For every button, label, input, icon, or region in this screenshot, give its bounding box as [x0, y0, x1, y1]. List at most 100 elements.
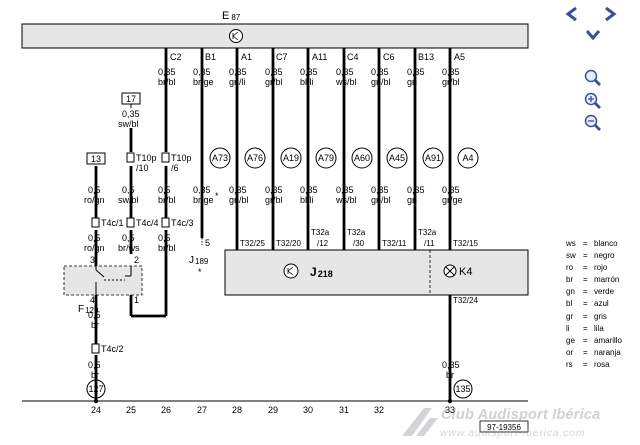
wire-color: br/bl [158, 243, 176, 253]
wire-color: br/ge [193, 77, 214, 87]
wire-size: 0,5 [158, 185, 171, 195]
wire-color: gn [407, 195, 417, 205]
wire-color: gn/bl [371, 77, 391, 87]
arrow-down-icon[interactable] [584, 26, 602, 42]
wire-color: ro/gn [84, 195, 105, 205]
wire-color: ws/bl [335, 195, 357, 205]
legend-row: ge=amarillo [566, 335, 623, 345]
t32-label: /12 [317, 239, 329, 248]
ref-circle: A45 [386, 147, 408, 169]
legend-row: ro=rojo [566, 263, 608, 273]
wire-color: br [446, 370, 454, 380]
j189-label: J189 [189, 255, 209, 266]
t4c-label: T4c/4 [136, 218, 159, 228]
legend-row: rs=rosa [566, 359, 610, 369]
legend-row: or=naranja [566, 347, 621, 357]
t10p-label: /6 [171, 163, 179, 173]
k4-lamp-icon [443, 264, 457, 278]
wire-size: 0,35 [336, 67, 354, 77]
svg-text:135: 135 [455, 384, 470, 394]
wire-size: 0,35 [371, 185, 389, 195]
wire-references: A73 A76 A19 A79 A60 A45 A91 A4 [209, 147, 479, 169]
legend-row: br=marrón [566, 275, 620, 285]
svg-text:A76: A76 [247, 153, 263, 163]
ref-circle: A60 [351, 147, 373, 169]
svg-text:A60: A60 [354, 153, 370, 163]
svg-text:31: 31 [339, 405, 349, 415]
j189-pin: 5 [205, 238, 210, 248]
wire-size: 0,35 [193, 67, 211, 77]
wire-labels-left: 0,5 ro/gn 0,5 sw/bl 0,5 br/bl T4c/1 T4c/… [84, 185, 194, 253]
zoom-out-icon[interactable] [584, 114, 601, 131]
j218-label: J218 [310, 265, 333, 279]
svg-text:28: 28 [232, 405, 242, 415]
box-13 [86, 152, 106, 165]
svg-text:A45: A45 [389, 153, 405, 163]
wire-size: 0,35 [407, 185, 425, 195]
wire-size: 0,5 [88, 185, 101, 195]
wire-color: gn/li [229, 77, 246, 87]
e87-pins: C2 B1 A1 C7 A11 C4 C6 B13 A5 [170, 52, 465, 62]
wire-size: 0,35 [371, 67, 389, 77]
column-numbers: 24 25 26 27 28 29 30 31 32 33 [91, 405, 455, 415]
wire-size: 0,35 [265, 185, 283, 195]
wire-color: gn [407, 77, 417, 87]
wire-color: br/ge [193, 195, 214, 205]
wire-color: br/ws [118, 243, 140, 253]
svg-text:24: 24 [91, 405, 101, 415]
wire-color: ro/gn [84, 243, 105, 253]
wire-size: 0,35 [229, 67, 247, 77]
wire-size: 0,35 [336, 185, 354, 195]
pin-a11: A11 [312, 52, 327, 62]
t10p-connectors: T10p /10 T10p /6 [126, 152, 192, 173]
t10p-label: T10p [171, 153, 192, 163]
wires [94, 48, 452, 380]
wire-size: 0,5 [88, 233, 101, 243]
asterisk: * [198, 267, 202, 277]
box-17-label: 17 [126, 94, 136, 104]
svg-text:27: 27 [197, 405, 207, 415]
legend-row: ws=blanco [566, 239, 618, 248]
t10p-label: T10p [136, 153, 157, 163]
t32-label: T32/25 [240, 239, 265, 248]
color-legend: ws=blanco sw=negro ro=rojo br=marrón gn=… [566, 238, 640, 371]
zoom-in-icon[interactable] [584, 92, 601, 109]
wire-color: gr/bl [442, 77, 460, 87]
box-13-label: 13 [91, 154, 101, 164]
arrow-next-icon[interactable] [602, 4, 618, 22]
wire-size: 0,35 [193, 185, 211, 195]
pin-b1: B1 [205, 52, 216, 62]
j218-symbol [283, 263, 299, 279]
t32-label: T32a [347, 228, 366, 237]
wire-size: 0,5 [88, 310, 101, 320]
legend-row: gn=verde [566, 287, 615, 297]
svg-text:A79: A79 [318, 153, 334, 163]
svg-text:25: 25 [126, 405, 136, 415]
f129-switch: 3 2 4 1 F129 [63, 255, 143, 315]
ref-number: 97-19356 [487, 423, 521, 432]
wire-color: br [91, 320, 99, 330]
t32-label: T32/24 [453, 296, 478, 305]
wire-color: gr/bl [265, 77, 283, 87]
wire-size: 0,35 [442, 185, 460, 195]
pin-label: 2 [134, 255, 139, 265]
svg-text:A19: A19 [283, 153, 299, 163]
arrow-prev-icon[interactable] [562, 4, 578, 22]
pin-c6: C6 [383, 52, 395, 62]
wire-color: gn/bl [229, 195, 249, 205]
pin-c7: C7 [276, 52, 288, 62]
t32-label: /30 [353, 239, 365, 248]
wire-color: sw/bl [118, 119, 139, 129]
legend-row: li=lila [566, 323, 604, 333]
j218-module [224, 249, 529, 296]
legend-row: bl=azul [566, 299, 609, 309]
pin-label: 1 [134, 295, 139, 305]
zoom-icon[interactable] [584, 69, 601, 86]
ref-circle: A73 [209, 147, 231, 169]
wire-labels-lower-left: 0,5 br T4c/2 0,5 br 0,35 br [88, 310, 460, 380]
wire-labels-top: 0,35 br/bl 0,35 br/ge 0,35 gn/li 0,35 gr… [158, 67, 460, 87]
wire-color: bl/li [300, 195, 314, 205]
pin-a1: A1 [241, 52, 252, 62]
t4c-label: T4c/2 [101, 344, 124, 354]
